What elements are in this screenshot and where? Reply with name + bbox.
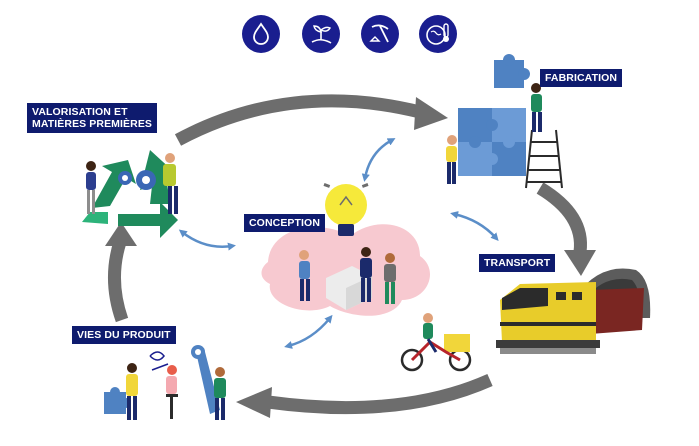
arrowhead-vies: [236, 387, 272, 418]
conception-links: [178, 138, 499, 349]
earth-thermometer-icon: [419, 15, 457, 53]
arrow-vies-to-valorisation: [107, 240, 129, 323]
label-conception: CONCEPTION: [244, 214, 326, 232]
bicycle-wheel: [400, 348, 424, 372]
link-conception-vies: [284, 314, 333, 349]
link-conception-transport: [450, 211, 499, 241]
water-drop-icon: [242, 15, 280, 53]
arrow-fabrication-to-transport: [536, 182, 587, 253]
conception-illustration: [261, 183, 431, 316]
puzzle-illustration: [446, 54, 563, 189]
link-conception-fabrication: [361, 138, 396, 182]
arrowhead-valorisation: [105, 222, 137, 246]
label-vies-du-produit: VIES DU PRODUIT: [72, 326, 176, 344]
cycle-arrows: [107, 94, 587, 415]
arrowhead-fabrication: [414, 97, 448, 130]
vies-illustration: [104, 345, 226, 420]
cargo-box: [444, 334, 470, 352]
label-valorisation: VALORISATION ET MATIÈRES PREMIÈRES: [27, 103, 158, 133]
wrench-icon: [196, 348, 220, 414]
pickaxe-mining-icon: [361, 15, 399, 53]
lightbulb-icon: [325, 184, 367, 226]
label-fabrication: FABRICATION: [540, 69, 623, 87]
plant-sprout-icon: [302, 15, 340, 53]
link-conception-valorisation: [178, 229, 236, 251]
transport-illustration: [400, 268, 651, 372]
arrowhead-transport: [564, 250, 596, 276]
recycle-illustration: [82, 150, 178, 238]
arrow-transport-to-vies: [267, 374, 493, 415]
arrow-valorisation-to-fabrication: [174, 94, 422, 146]
label-transport: TRANSPORT: [479, 254, 556, 272]
recycle-icon: [92, 150, 178, 238]
